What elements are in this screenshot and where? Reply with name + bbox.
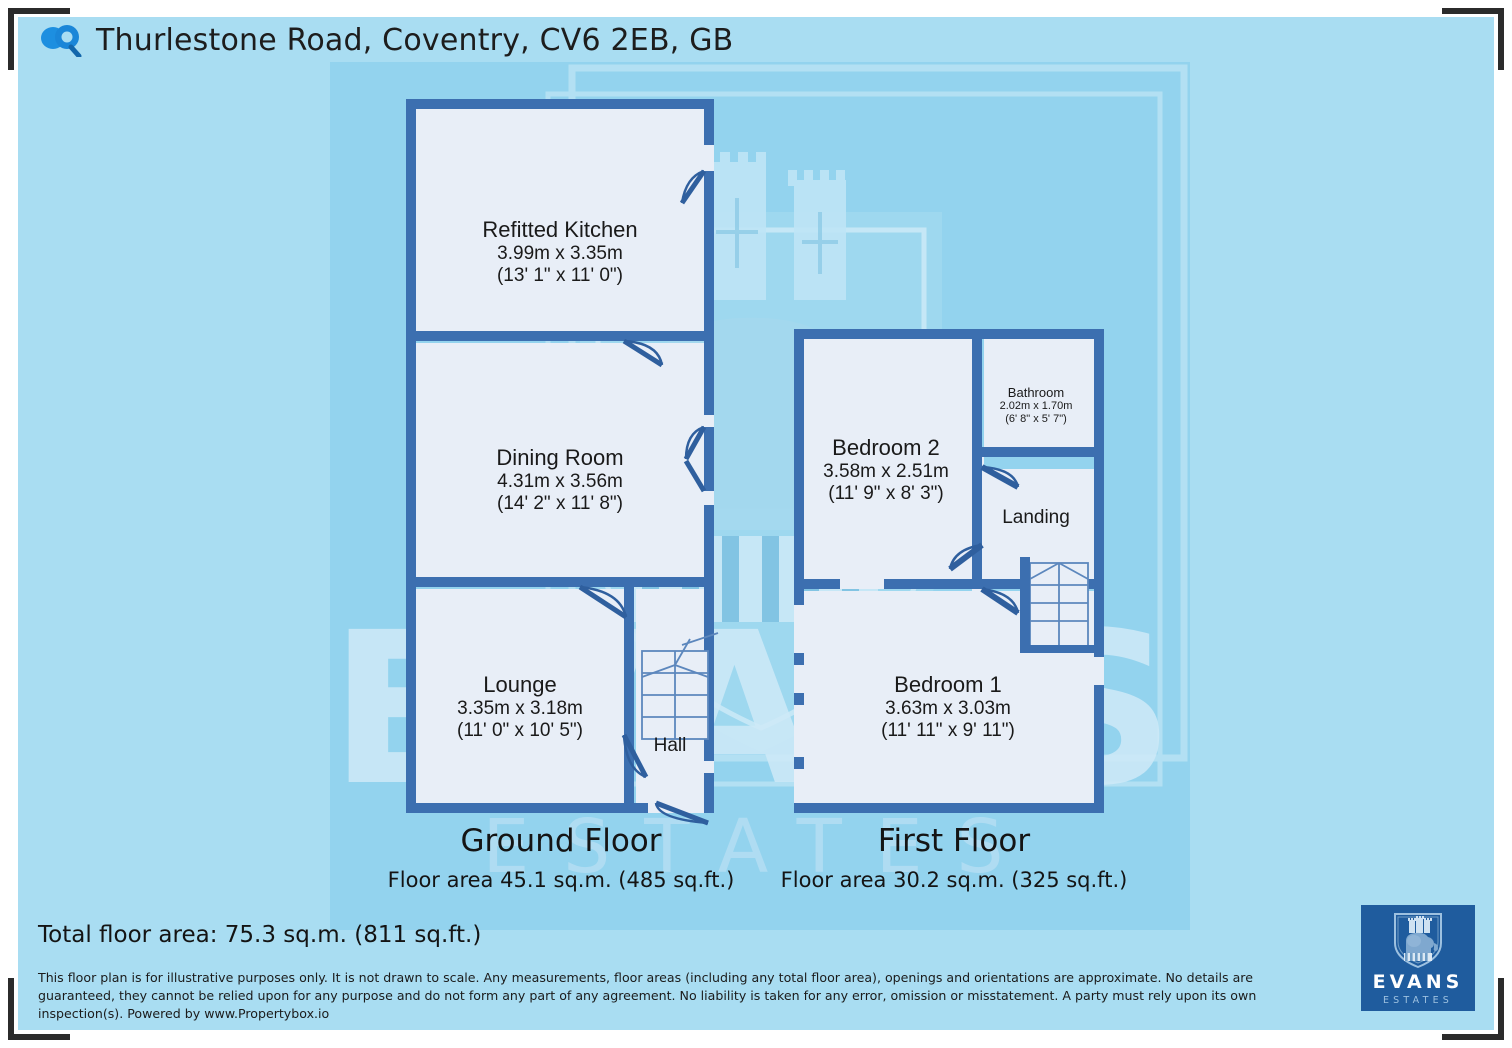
room-label-dining-room: Dining Room 4.31m x 3.56m (14' 2" x 11' … <box>496 445 623 516</box>
room-name: Dining Room <box>496 445 624 470</box>
first-floor-caption: First Floor Floor area 30.2 sq.m. (325 s… <box>781 823 1128 892</box>
room-metric: 3.63m x 3.03m <box>885 697 1011 719</box>
room-metric: 3.35m x 3.18m <box>457 697 583 719</box>
room-metric: 3.99m x 3.35m <box>497 242 623 264</box>
plan-watermark-region: EVANS ESTATES <box>330 62 1190 930</box>
room-imperial: (11' 11" x 9' 11") <box>881 720 1015 742</box>
room-label-bedroom-2: Bedroom 2 3.58m x 2.51m (11' 9" x 8' 3") <box>823 435 949 506</box>
logo-name: EVANS <box>1372 971 1464 993</box>
room-metric: 3.58m x 2.51m <box>823 460 949 482</box>
room-imperial: (6' 8" x 5' 7") <box>1005 413 1067 426</box>
frame-corner-bottom-right <box>1442 978 1504 1040</box>
room-label-refitted-kitchen: Refitted Kitchen 3.99m x 3.35m (13' 1" x… <box>482 217 637 288</box>
room-label-lounge: Lounge 3.35m x 3.18m (11' 0" x 10' 5") <box>457 672 583 743</box>
floorplan-sheet: EVANS ESTATES Thurlestone Road, Coventry… <box>18 17 1494 1030</box>
floor-area: Floor area 45.1 sq.m. (485 sq.ft.) <box>387 868 735 892</box>
frame-corner-top-right <box>1442 8 1504 70</box>
room-name: Bedroom 2 <box>832 435 940 460</box>
total-floor-area: Total floor area: 75.3 sq.m. (811 sq.ft.… <box>38 922 482 948</box>
room-name: Lounge <box>483 672 557 697</box>
room-metric: 2.02m x 1.70m <box>999 400 1073 413</box>
address-header: Thurlestone Road, Coventry, CV6 2EB, GB <box>18 17 733 63</box>
frame-corner-top-left <box>8 8 70 70</box>
logo-subtitle: ESTATES <box>1382 995 1454 1006</box>
room-name: Landing <box>1002 507 1070 528</box>
room-label-bathroom: Bathroom 2.02m x 1.70m (6' 8" x 5' 7") <box>1000 385 1073 426</box>
room-metric: 4.31m x 3.56m <box>497 470 623 492</box>
room-name: Bathroom <box>1007 385 1065 400</box>
room-imperial: (14' 2" x 11' 8") <box>496 493 624 515</box>
room-name: Refitted Kitchen <box>482 217 638 242</box>
evans-estates-logo: EVANS ESTATES <box>1361 905 1475 1011</box>
room-name: Hall <box>653 735 687 756</box>
evans-estates-watermark: EVANS ESTATES <box>330 64 1188 890</box>
room-name: Bedroom 1 <box>894 672 1002 697</box>
room-imperial: (11' 0" x 10' 5") <box>456 720 584 742</box>
magnifier-location-icon <box>41 25 82 57</box>
floor-title: Ground Floor <box>460 823 662 859</box>
shield-elephant-castle-icon <box>1394 913 1442 969</box>
room-imperial: (13' 1" x 11' 0") <box>496 265 623 287</box>
disclaimer-text: This floor plan is for illustrative purp… <box>38 970 1257 1021</box>
room-imperial: (11' 9" x 8' 3") <box>828 483 944 505</box>
room-label-bedroom-1: Bedroom 1 3.63m x 3.03m (11' 11" x 9' 11… <box>881 672 1015 743</box>
address-text: Thurlestone Road, Coventry, CV6 2EB, GB <box>96 22 734 58</box>
frame-corner-bottom-left <box>8 978 70 1040</box>
room-label-hall: Hall <box>654 735 687 757</box>
ground-floor-caption: Ground Floor Floor area 45.1 sq.m. (485 … <box>388 823 735 892</box>
floor-title: First Floor <box>877 823 1031 859</box>
floor-area: Floor area 30.2 sq.m. (325 sq.ft.) <box>780 868 1128 892</box>
room-label-landing: Landing <box>1002 507 1070 529</box>
